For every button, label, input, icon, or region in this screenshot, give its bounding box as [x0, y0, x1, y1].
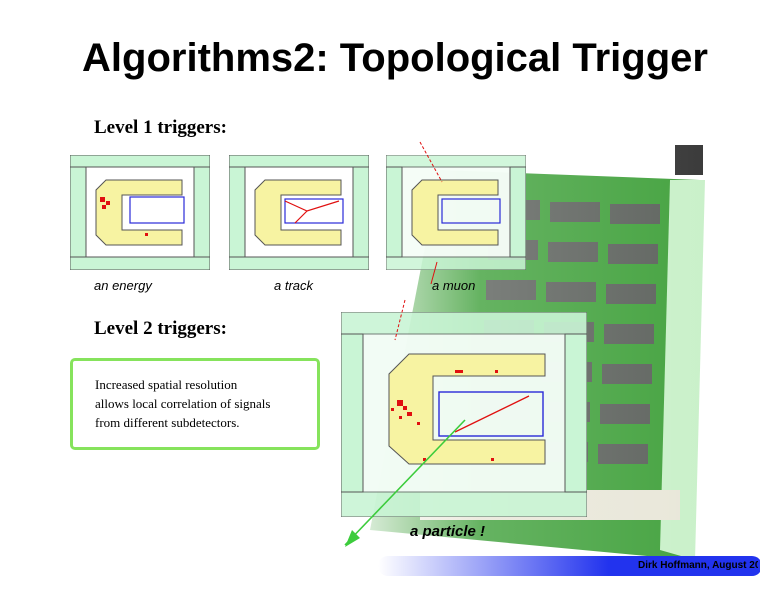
caption-muon: a muon — [432, 278, 476, 293]
detector-panel-level2 — [341, 312, 587, 517]
note-line: allows local correlation of signals — [95, 396, 271, 411]
detector-panel-muon — [386, 155, 526, 270]
page-title: Algorithms2: Topological Trigger — [82, 36, 708, 80]
resolution-note-box: Increased spatial resolution allows loca… — [70, 358, 320, 450]
caption-energy: an energy — [94, 278, 152, 293]
detector-panel-energy — [70, 155, 210, 270]
level2-heading: Level 2 triggers: — [94, 318, 227, 339]
caption-particle: a particle ! — [410, 523, 486, 540]
level1-heading: Level 1 triggers: — [94, 117, 227, 138]
caption-track: a track — [274, 278, 314, 293]
note-line: from different subdetectors. — [95, 415, 240, 430]
footer-author-date: Dirk Hoffmann, August 20 — [638, 560, 758, 571]
detector-panel-track — [229, 155, 369, 270]
footer-bar — [378, 556, 760, 576]
note-line: Increased spatial resolution — [95, 377, 238, 392]
